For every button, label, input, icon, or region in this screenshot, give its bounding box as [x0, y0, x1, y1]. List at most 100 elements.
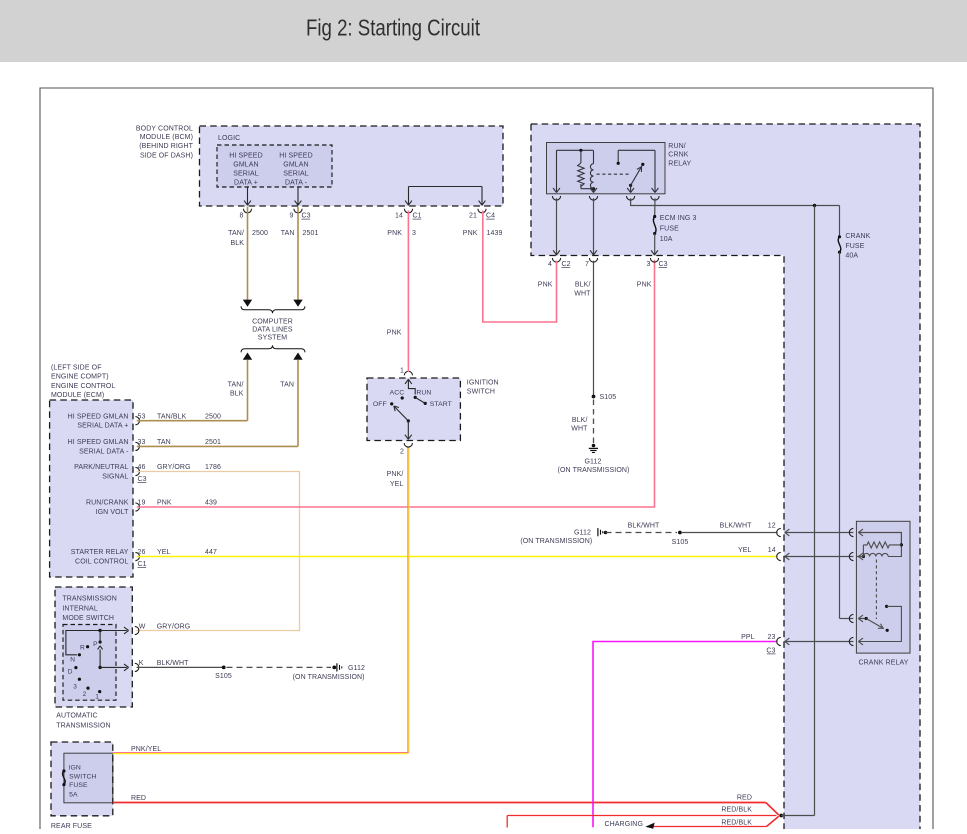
svg-text:YEL: YEL	[157, 549, 171, 556]
svg-text:TAN: TAN	[157, 439, 171, 446]
svg-text:ACC: ACC	[390, 390, 405, 397]
svg-text:TAN: TAN	[280, 381, 294, 388]
svg-text:WHT: WHT	[574, 290, 591, 297]
svg-text:Fig 2: Starting Circuit: Fig 2: Starting Circuit	[306, 15, 480, 41]
svg-text:TAN/BLK: TAN/BLK	[157, 413, 187, 420]
svg-text:7: 7	[585, 261, 589, 268]
svg-text:SERIAL DATA -: SERIAL DATA -	[79, 448, 129, 455]
svg-text:SERIAL DATA +: SERIAL DATA +	[77, 423, 128, 430]
svg-text:C3: C3	[302, 213, 311, 220]
svg-text:DATA -: DATA -	[285, 180, 308, 187]
svg-text:S105: S105	[600, 394, 617, 401]
svg-text:RUN/: RUN/	[668, 143, 686, 150]
svg-text:TAN/: TAN/	[228, 381, 244, 388]
svg-text:PNK: PNK	[538, 282, 553, 289]
svg-text:GRY/ORG: GRY/ORG	[157, 624, 191, 631]
svg-text:PNK/: PNK/	[387, 471, 404, 478]
svg-text:WHT: WHT	[571, 426, 588, 433]
svg-text:ENGINE COMPT): ENGINE COMPT)	[51, 374, 109, 381]
svg-text:(LEFT SIDE OF: (LEFT SIDE OF	[51, 364, 102, 371]
svg-text:40A: 40A	[845, 252, 858, 259]
svg-text:SWITCH: SWITCH	[467, 389, 495, 396]
svg-text:C3: C3	[138, 476, 147, 483]
svg-text:SYSTEM: SYSTEM	[258, 334, 287, 341]
svg-text:C1: C1	[413, 213, 422, 220]
svg-text:K: K	[139, 660, 144, 667]
svg-text:G112: G112	[574, 530, 591, 537]
svg-text:1439: 1439	[487, 230, 503, 237]
svg-text:PNK: PNK	[157, 500, 172, 507]
svg-text:HI SPEED GMLAN: HI SPEED GMLAN	[68, 413, 129, 420]
svg-text:CRANK: CRANK	[845, 233, 870, 240]
svg-text:D: D	[68, 669, 73, 676]
svg-text:PNK: PNK	[387, 230, 402, 237]
svg-text:2500: 2500	[252, 230, 268, 237]
svg-text:CHARGING: CHARGING	[604, 821, 643, 828]
svg-text:3: 3	[647, 261, 651, 268]
svg-text:N: N	[70, 657, 75, 664]
svg-text:9: 9	[290, 213, 294, 220]
svg-text:STARTER RELAY: STARTER RELAY	[71, 549, 129, 556]
svg-text:439: 439	[205, 500, 217, 507]
svg-text:ECM ING 3: ECM ING 3	[660, 215, 697, 222]
svg-text:YEL: YEL	[738, 547, 752, 554]
svg-text:PNK: PNK	[637, 282, 652, 289]
svg-text:SIGNAL: SIGNAL	[102, 474, 128, 481]
svg-text:GMLAN: GMLAN	[283, 162, 308, 169]
svg-text:BODY CONTROL: BODY CONTROL	[136, 125, 193, 132]
svg-text:S105: S105	[672, 539, 689, 546]
svg-text:1: 1	[95, 694, 99, 701]
svg-text:FUSE: FUSE	[845, 243, 864, 250]
svg-text:START: START	[430, 401, 452, 408]
svg-text:2501: 2501	[303, 230, 319, 237]
svg-text:R: R	[80, 645, 85, 652]
svg-text:RED/BLK: RED/BLK	[721, 819, 752, 826]
svg-text:YEL: YEL	[390, 481, 404, 488]
svg-text:BLK/WHT: BLK/WHT	[157, 660, 189, 667]
svg-text:S105: S105	[215, 673, 232, 680]
svg-text:RED: RED	[131, 795, 146, 802]
svg-text:46: 46	[138, 464, 146, 471]
svg-text:C1: C1	[138, 561, 147, 568]
svg-text:PPL: PPL	[741, 634, 755, 641]
svg-text:10A: 10A	[660, 236, 673, 243]
svg-text:CRANK RELAY: CRANK RELAY	[859, 660, 909, 667]
svg-text:GMLAN: GMLAN	[233, 162, 258, 169]
svg-text:SWITCH: SWITCH	[69, 773, 96, 780]
svg-text:INTERNAL: INTERNAL	[62, 605, 97, 612]
svg-text:C2: C2	[562, 261, 571, 268]
svg-text:PNK: PNK	[387, 330, 402, 337]
svg-text:RED/BLK: RED/BLK	[721, 807, 752, 814]
svg-text:HI SPEED: HI SPEED	[279, 152, 312, 159]
svg-text:8: 8	[240, 213, 244, 220]
svg-text:C3: C3	[766, 647, 775, 654]
svg-text:BLK: BLK	[230, 391, 244, 398]
svg-text:BLK/WHT: BLK/WHT	[720, 523, 752, 530]
svg-text:HI SPEED: HI SPEED	[229, 152, 262, 159]
svg-text:DATA +: DATA +	[234, 180, 258, 187]
svg-text:53: 53	[138, 413, 146, 420]
svg-text:MODULE (BCM): MODULE (BCM)	[140, 134, 193, 141]
svg-text:P: P	[93, 641, 97, 648]
svg-text:2501: 2501	[205, 439, 221, 446]
svg-text:BLK: BLK	[230, 240, 244, 247]
svg-text:2500: 2500	[205, 413, 221, 420]
svg-text:IGN VOLT: IGN VOLT	[96, 509, 130, 516]
svg-text:AUTOMATIC: AUTOMATIC	[56, 713, 97, 720]
svg-text:12: 12	[768, 523, 776, 530]
svg-text:26: 26	[138, 549, 146, 556]
svg-text:MODE SWITCH: MODE SWITCH	[62, 615, 114, 622]
svg-text:RELAY: RELAY	[668, 160, 691, 167]
svg-text:LOGIC: LOGIC	[218, 135, 240, 142]
svg-text:FUSE: FUSE	[69, 782, 88, 789]
svg-text:PARK/NEUTRAL: PARK/NEUTRAL	[74, 464, 128, 471]
svg-text:G112: G112	[348, 665, 365, 672]
svg-text:IGN: IGN	[69, 764, 81, 771]
svg-text:W: W	[139, 624, 146, 631]
svg-text:REAR FUSE: REAR FUSE	[51, 823, 92, 829]
svg-text:TAN/: TAN/	[228, 230, 244, 237]
svg-text:FUSE: FUSE	[660, 226, 679, 233]
svg-text:1: 1	[400, 367, 404, 374]
svg-text:(BEHIND RIGHT: (BEHIND RIGHT	[139, 143, 193, 150]
svg-text:23: 23	[768, 634, 776, 641]
